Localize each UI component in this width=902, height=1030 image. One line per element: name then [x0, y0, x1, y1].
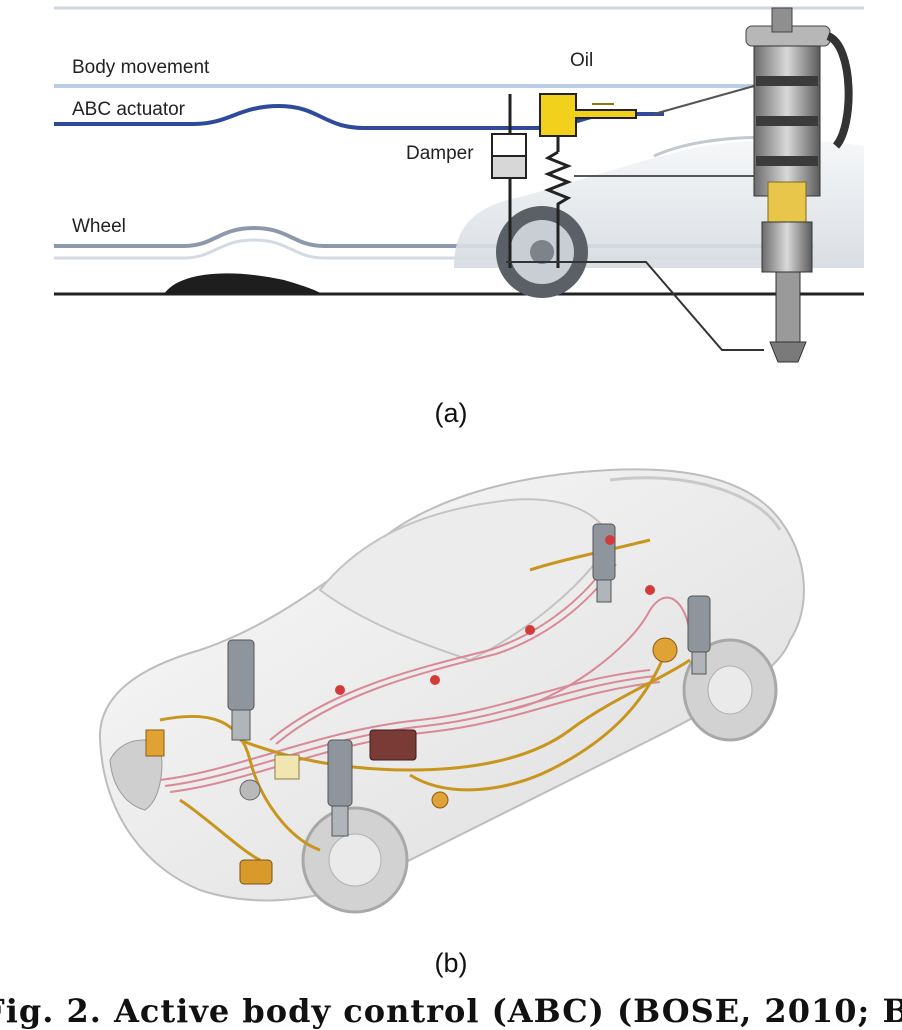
strut-front-right	[327, 739, 353, 837]
body-movement-label: Body movement	[72, 57, 210, 78]
valve-block-front	[239, 859, 273, 885]
sensor-markers	[335, 535, 655, 695]
damper-label: Damper	[406, 143, 474, 164]
abc-actuator-line	[54, 103, 664, 130]
oil-chamber	[539, 93, 637, 152]
front-wheel	[301, 806, 409, 914]
hydraulic-lines-gold	[159, 538, 691, 862]
panel-a-actuator-schematic: Body movement ABC actuator Wheel Oil Dam…	[54, 6, 864, 368]
roof-edge	[609, 476, 782, 531]
oil-reservoir	[274, 754, 300, 780]
subfigure-label-b: (b)	[434, 948, 468, 978]
oil-leader-line	[653, 85, 755, 115]
panel-b-car-cutaway	[90, 440, 850, 930]
subfigure-label-a: (a)	[434, 398, 468, 428]
abc-strut-cutaway	[745, 7, 853, 363]
abc-actuator-label: ABC actuator	[72, 99, 186, 120]
road-bump	[164, 273, 322, 294]
car-body	[98, 468, 805, 902]
damper	[491, 94, 527, 268]
wheel-line	[54, 225, 814, 248]
front-sensor	[145, 729, 165, 757]
spring	[543, 150, 573, 268]
strut-front-left	[227, 639, 255, 741]
control-unit	[369, 729, 417, 761]
wheel-line-shadow	[54, 238, 814, 260]
valve-center	[431, 791, 449, 809]
panel-a-drawing: Body movement ABC actuator Wheel Oil Dam…	[54, 6, 864, 363]
grille	[109, 739, 163, 811]
hydraulic-pump	[239, 779, 261, 801]
wheel-leader-line	[506, 261, 764, 351]
panel-b-drawing	[98, 468, 805, 914]
figure-caption: Fig. 2. Active body control (ABC) (BOSE,…	[0, 992, 902, 1030]
oil-label: Oil	[570, 50, 593, 71]
rear-wheel	[682, 638, 778, 742]
wheel-label: Wheel	[72, 216, 126, 237]
strut-rear-right	[687, 595, 711, 675]
hydraulic-lines-red	[159, 559, 691, 793]
pressure-accumulator	[652, 637, 678, 663]
